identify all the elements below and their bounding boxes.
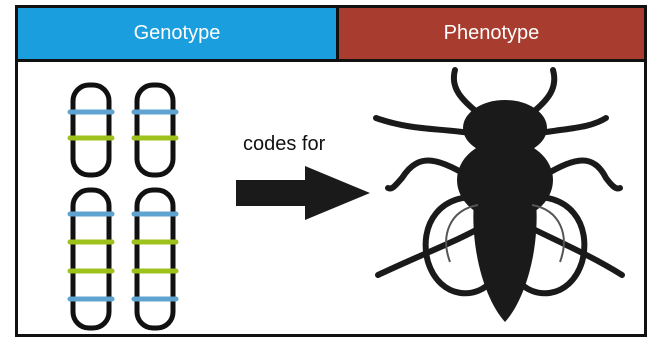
chromosome-bottom-right (131, 187, 179, 331)
fly-silhouette-icon (373, 67, 625, 322)
chromosome-top-right (131, 82, 179, 178)
phenotype-header: Phenotype (339, 8, 644, 59)
genotype-label: Genotype (133, 22, 221, 44)
header-bar: Genotype Phenotype (18, 8, 644, 62)
chromosome-top-left (67, 82, 115, 178)
codes-for-label: codes for (243, 133, 326, 155)
chromosome-pair-icon (67, 82, 179, 331)
phenotype-label: Phenotype (443, 22, 540, 44)
arrow-right-icon (236, 166, 370, 220)
genotype-header: Genotype (18, 8, 339, 59)
chromosome-bottom-left (67, 187, 115, 331)
